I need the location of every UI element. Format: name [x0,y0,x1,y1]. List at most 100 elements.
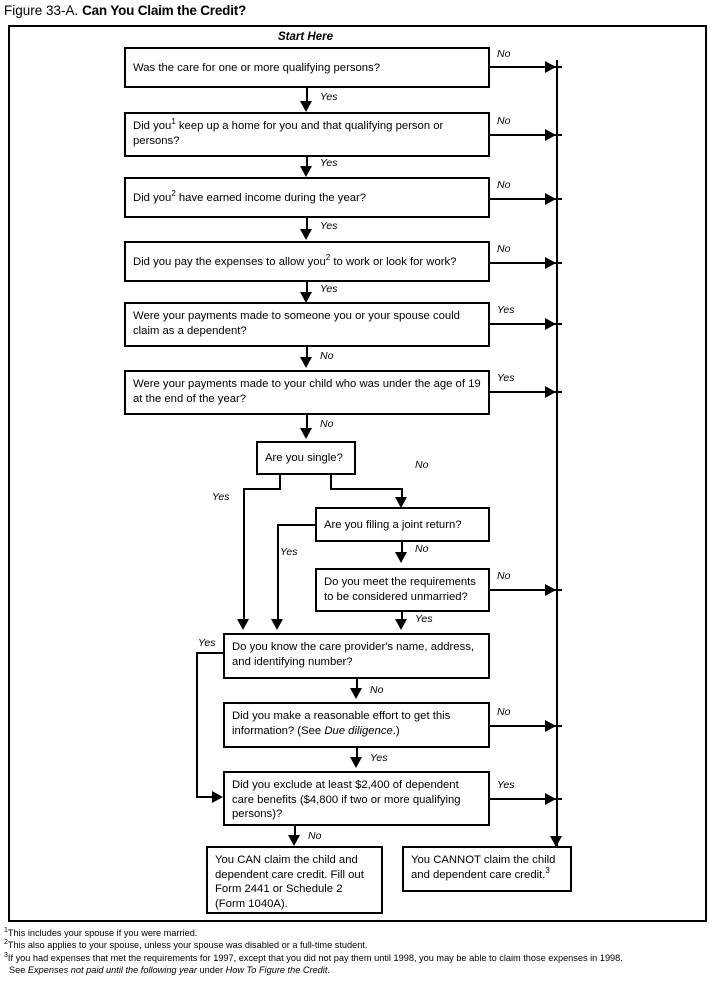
edge-label-q9-no: No [497,570,511,582]
edge-label-q6-yes: Yes [497,372,515,384]
edge-label-q1-no: No [497,48,511,60]
edge-q8-q9-arrow [395,552,407,563]
edge-q8-yes-arrow [271,619,283,630]
edge-q10-yes-drop [196,652,198,797]
edge-q4-no [490,262,562,264]
edge-q7-no-stub [330,475,332,490]
edge-q9-q10 [401,612,403,624]
edge-q5-yes-arrow [545,318,556,330]
edge-q7-yes-horiz [243,488,281,490]
question-text: Were your payments made to your child wh… [133,378,481,405]
question-box-expenses-to-work: Did you pay the expenses to allow you2 t… [124,241,490,282]
edge-label-q7-yes: Yes [212,491,230,503]
edge-label-q9-yes: Yes [415,613,433,625]
edge-q5-yes [490,323,562,325]
edge-q3-no [490,198,562,200]
edge-label-q3-no: No [497,179,511,191]
edge-q7-no-horiz [330,488,403,490]
footnotes: 1This includes your spouse if you were m… [4,927,720,977]
edge-q8-q9 [401,542,403,554]
edge-q7-yes-drop [243,488,245,620]
edge-q3-q4 [306,218,308,231]
edge-label-q11-yes: Yes [370,752,388,764]
question-box-considered-unmarried: Do you meet the requirements to be consi… [315,568,490,612]
question-box-earned-income: Did you2 have earned income during the y… [124,177,490,218]
edge-label-q1-yes: Yes [320,91,338,103]
edge-label-q6-no: No [320,418,334,430]
edge-label-q4-no: No [497,243,511,255]
edge-label-q7-no: No [415,459,429,471]
edge-q11-no-arrow [545,720,556,732]
edge-q7-no-drop [401,488,403,500]
edge-label-q10-yes: Yes [198,637,216,649]
edge-q4-q5 [306,282,308,295]
edge-q9-q10-arrow [395,619,407,630]
edge-label-q11-no: No [497,706,511,718]
question-box-keep-up-home: Did you1 keep up a home for you and that… [124,112,490,157]
question-box-reasonable-effort: Did you make a reasonable effort to get … [223,702,490,748]
edge-label-q3-yes: Yes [320,220,338,232]
outcome-text: You CANNOT claim the child and dependent… [411,854,556,881]
question-text: Were your payments made to someone you o… [133,310,460,337]
edge-q8-yes-horiz [277,524,317,526]
edge-q8-yes-drop [277,524,279,620]
edge-q12-can-arrow [288,835,300,846]
question-text: Are you filing a joint return? [324,518,462,531]
edge-q11-no [490,725,562,727]
right-bus-line [556,60,558,847]
outcome-text: You CAN claim the child and dependent ca… [215,854,364,910]
question-text: Did you exclude at least $2,400 of depen… [232,779,461,820]
edge-q1-no [490,66,562,68]
edge-q9-no-arrow [545,584,556,596]
edge-q10-yes-return [196,796,218,798]
question-box-joint-return: Are you filing a joint return? [315,507,490,542]
edge-q6-q7-arrow [300,428,312,439]
edge-q2-no [490,134,562,136]
edge-label-q5-yes: Yes [497,304,515,316]
edge-q10-q11 [356,679,358,691]
edge-q7-yes-arrow [237,619,249,630]
edge-label-q8-yes: Yes [280,546,298,558]
edge-q5-q6-arrow [300,357,312,368]
edge-q2-no-arrow [545,129,556,141]
edge-q3-q4-arrow [300,229,312,240]
edge-label-q10-no: No [370,684,384,696]
outcome-box-can-claim: You CAN claim the child and dependent ca… [206,846,383,914]
edge-q10-yes-horiz [196,652,225,654]
edge-label-q8-no: No [415,543,429,555]
edge-q11-q12-arrow [350,757,362,768]
edge-q12-can [294,826,296,838]
question-box-qualifying-persons: Was the care for one or more qualifying … [124,47,490,88]
edge-q7-yes-stub [279,475,281,490]
edge-q5-q6 [306,347,308,360]
edge-q1-no-arrow [545,61,556,73]
edge-q9-no [490,589,562,591]
start-here-label: Start Here [278,31,333,43]
question-box-are-you-single: Are you single? [256,441,356,475]
edge-q10-q11-arrow [350,688,362,699]
edge-q6-yes [490,391,562,393]
footnote-3-continued: See Expenses not paid until the followin… [9,965,330,976]
edge-q6-yes-arrow [545,386,556,398]
edge-label-q4-yes: Yes [320,283,338,295]
edge-label-q2-yes: Yes [320,157,338,169]
edge-q1-q2 [306,88,308,103]
footnote-3: 3If you had expenses that met the requir… [4,951,623,963]
edge-q3-no-arrow [545,193,556,205]
edge-q4-no-arrow [545,257,556,269]
edge-q11-q12 [356,748,358,760]
question-text: Did you2 have earned income during the y… [133,188,367,204]
edge-q2-q3 [306,157,308,169]
question-text: Do you know the care provider's name, ad… [232,641,475,668]
edge-label-q2-no: No [497,115,511,127]
edge-q6-q7 [306,415,308,430]
flowchart-frame [8,25,707,922]
question-text: Do you meet the requirements to be consi… [324,576,476,603]
edge-label-q5-no: No [320,350,334,362]
question-box-payments-to-dependent: Were your payments made to someone you o… [124,302,490,347]
footnote-1: 1This includes your spouse if you were m… [4,926,198,938]
edge-q12-yes [490,798,562,800]
question-text: Did you1 keep up a home for you and that… [133,117,444,147]
edge-q2-q3-arrow [300,166,312,177]
question-text: Are you single? [265,452,343,465]
